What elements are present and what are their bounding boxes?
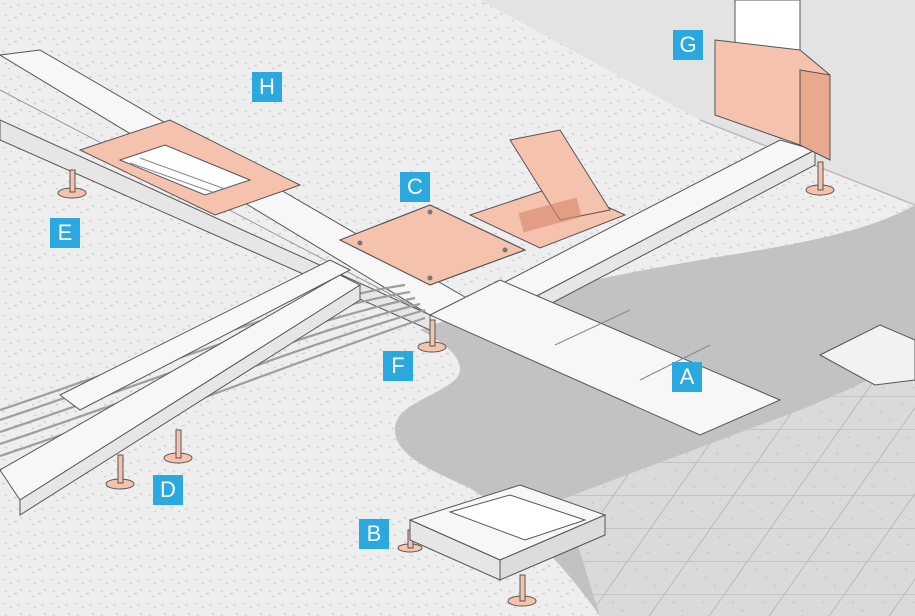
label-g: G (673, 30, 703, 60)
label-h: H (252, 72, 282, 102)
pedestal-icon (57, 161, 835, 607)
label-a: A (672, 362, 702, 392)
label-e: E (50, 218, 80, 248)
tiled-floor (560, 355, 915, 616)
column (734, 0, 801, 51)
label-b: B (359, 519, 389, 549)
label-d: D (153, 475, 183, 505)
floor-box-tiled (818, 324, 915, 386)
label-c: C (400, 172, 430, 202)
label-f: F (383, 351, 413, 381)
junction-box-c-cover (338, 204, 527, 286)
trunking-run-a (428, 279, 782, 436)
